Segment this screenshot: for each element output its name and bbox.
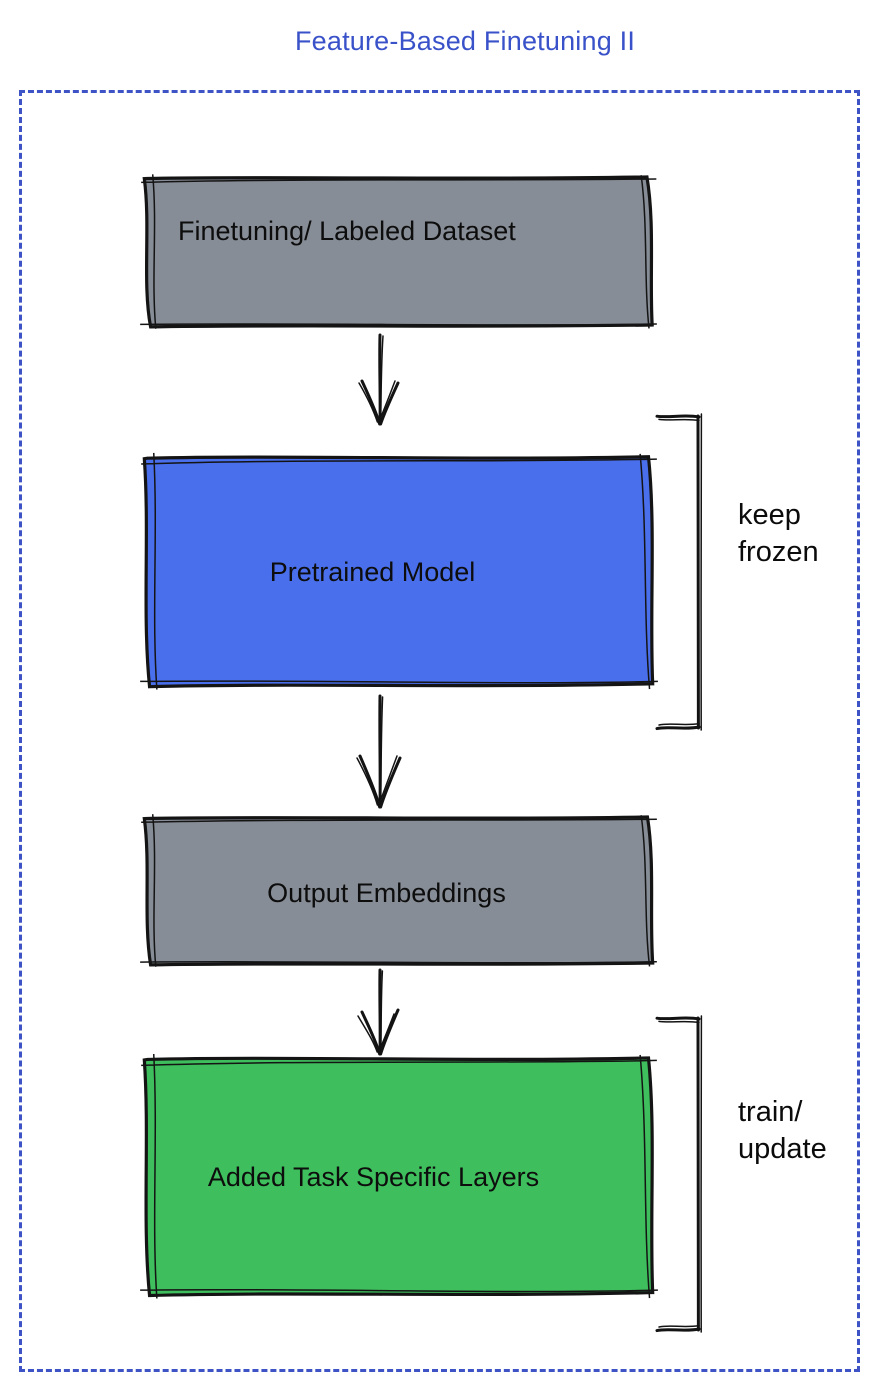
annotation-keep-frozen: keep frozen [738, 497, 819, 571]
node-label-output-embeddings: Output Embeddings [267, 878, 506, 908]
node-label-pretrained-model: Pretrained Model [269, 557, 476, 587]
annotation-line: frozen [738, 536, 819, 568]
dashed-border-frame [19, 90, 860, 1372]
sketch-box [137, 451, 660, 691]
arrow-pretrained-to-embeddings-icon [356, 694, 402, 809]
node-label-finetuning-dataset: Finetuning/ Labeled Dataset [178, 216, 516, 246]
arrow-dataset-to-pretrained-icon [358, 333, 400, 426]
annotation-train-update: train/ update [738, 1094, 827, 1168]
sketch-box [137, 173, 660, 330]
annotation-line: keep [738, 499, 801, 531]
bracket-keep-frozen-icon [655, 413, 703, 731]
sketch-box [137, 1052, 660, 1300]
node-output-embeddings: Output Embeddings [137, 813, 660, 968]
sketch-box [137, 813, 660, 968]
node-finetuning-dataset: Finetuning/ Labeled Dataset [137, 173, 660, 330]
annotation-line: update [738, 1133, 827, 1165]
bracket-train-update-icon [655, 1015, 703, 1333]
node-label-task-specific-layers: Added Task Specific Layers [207, 1162, 540, 1192]
arrow-embeddings-to-task-layers-icon [357, 968, 400, 1056]
node-pretrained-model: Pretrained Model [137, 451, 660, 691]
annotation-line: train/ [738, 1096, 803, 1128]
page-title: Feature-Based Finetuning II [294, 26, 636, 56]
node-task-specific-layers: Added Task Specific Layers [137, 1052, 660, 1300]
